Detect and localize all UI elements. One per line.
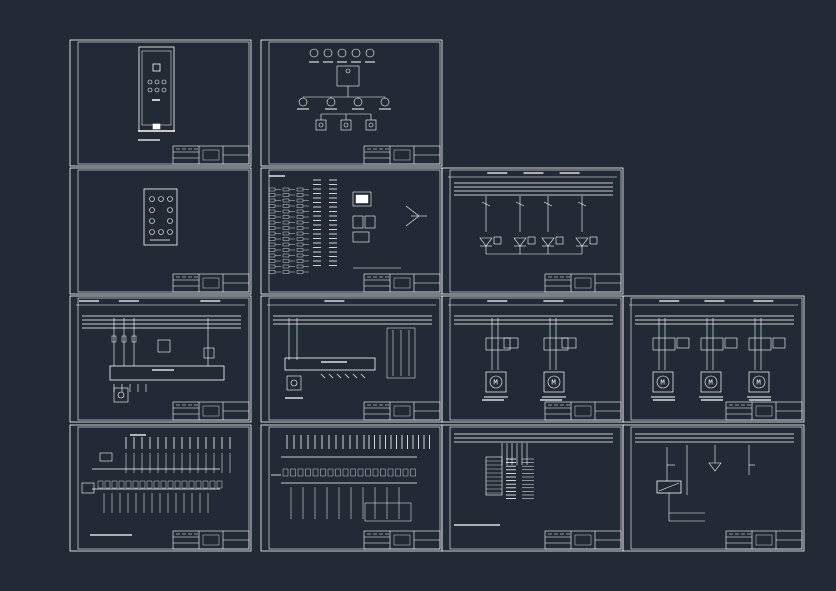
- sheet-frame: [77, 169, 250, 293]
- sheet-border: [622, 424, 805, 552]
- sheet-frame: [449, 297, 622, 421]
- sheet-border: [69, 424, 252, 552]
- sheet-frame: [77, 426, 250, 550]
- sheet-frame: [77, 41, 250, 165]
- sheet-frame: [268, 169, 441, 293]
- sheet-border: [69, 39, 252, 167]
- sheet-frame: [449, 426, 622, 550]
- svg-text:M: M: [757, 379, 761, 387]
- sheet-terminal-io-a: [69, 424, 252, 552]
- sheet-frame: [268, 41, 441, 165]
- sheet-frame: [77, 297, 250, 421]
- svg-text:M: M: [494, 379, 498, 387]
- svg-text:M: M: [552, 379, 556, 387]
- sheet-frame: [268, 297, 441, 421]
- svg-text:M: M: [709, 379, 713, 387]
- sheet-sensor-loop: [622, 424, 805, 552]
- sheet-control-plc: [69, 295, 252, 423]
- sheet-border: [69, 295, 252, 423]
- sheet-border: [69, 167, 252, 295]
- sheet-frame: [449, 169, 622, 293]
- sheet-frame: [630, 426, 803, 550]
- sheet-device-layout: [260, 39, 443, 167]
- sheet-control-relay: [260, 295, 443, 423]
- sheet-wiring-table: [260, 167, 443, 295]
- sheet-distribution-4-branch: [441, 167, 624, 295]
- sheet-border: [622, 295, 805, 423]
- sheet-panel-door: [69, 167, 252, 295]
- sheet-frame: [630, 297, 803, 421]
- sheet-cabinet-elevation: [69, 39, 252, 167]
- sheet-border: [441, 167, 624, 295]
- svg-text:M: M: [661, 379, 665, 387]
- sheet-border: [260, 39, 443, 167]
- sheet-frame: [268, 426, 441, 550]
